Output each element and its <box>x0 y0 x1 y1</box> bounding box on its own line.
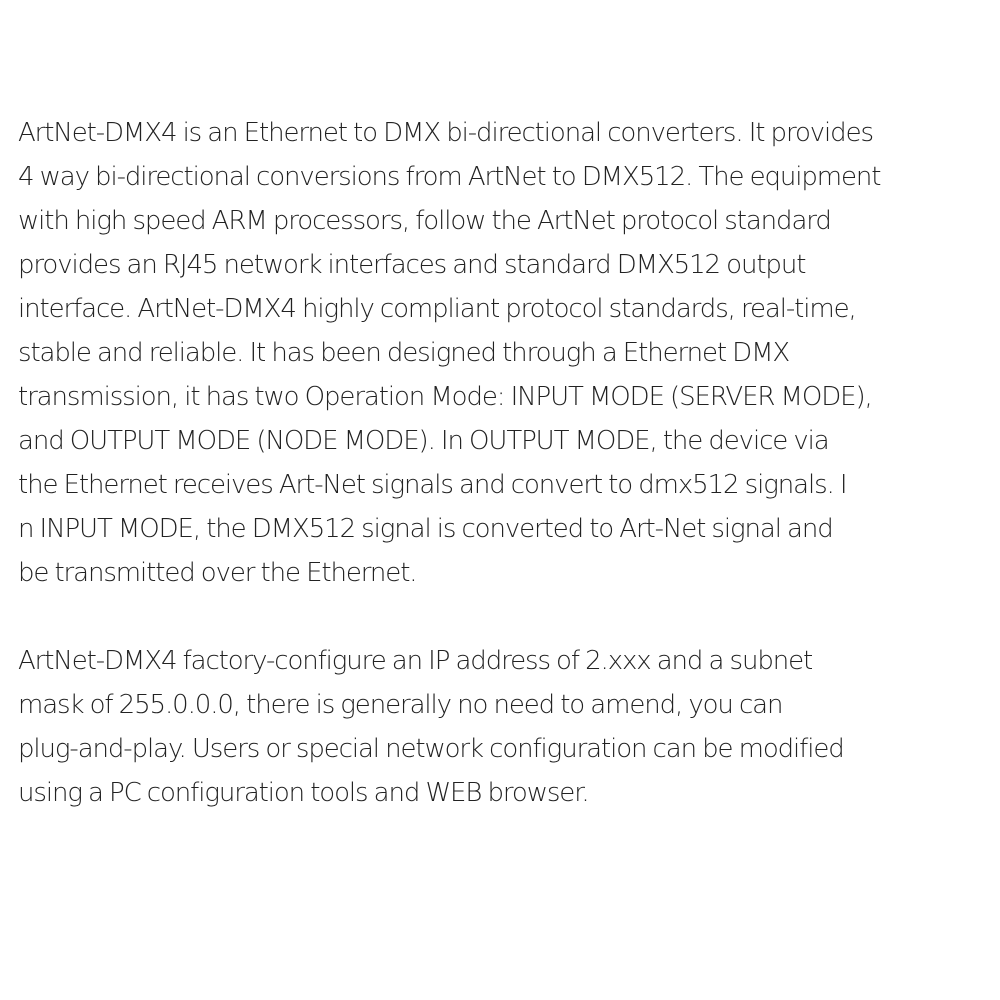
paragraph-spacer <box>18 595 988 639</box>
text-line: ArtNet-DMX4 is an Ethernet to DMX bi-dir… <box>18 118 874 148</box>
text-line: 4 way bi-directional conversions from Ar… <box>18 162 882 192</box>
text-line: stable and reliable. It has been designe… <box>18 338 790 368</box>
text-line: be transmitted over the Ethernet. <box>18 558 418 588</box>
text-line: the Ethernet receives Art-Net signals an… <box>18 470 848 500</box>
text-line: interface. ArtNet-DMX4 highly compliant … <box>18 294 857 324</box>
text-line: provides an RJ45 network interfaces and … <box>18 250 806 280</box>
text-line: n INPUT MODE, the DMX512 signal is conve… <box>18 514 834 544</box>
text-line: mask of 255.0.0.0, there is generally no… <box>18 690 783 720</box>
paragraph-overview: ArtNet-DMX4 is an Ethernet to DMX bi-dir… <box>18 111 988 595</box>
text-line: and OUTPUT MODE (NODE MODE). In OUTPUT M… <box>18 426 830 456</box>
text-line: transmission, it has two Operation Mode:… <box>18 382 873 412</box>
text-line: using a PC configuration tools and WEB b… <box>18 778 590 808</box>
text-line: ArtNet-DMX4 factory-configure an IP addr… <box>18 646 813 676</box>
paragraph-configuration: ArtNet-DMX4 factory-configure an IP addr… <box>18 639 988 815</box>
text-line: plug-and-play. Users or special network … <box>18 734 845 764</box>
text-line: with high speed ARM processors, follow t… <box>18 206 832 236</box>
